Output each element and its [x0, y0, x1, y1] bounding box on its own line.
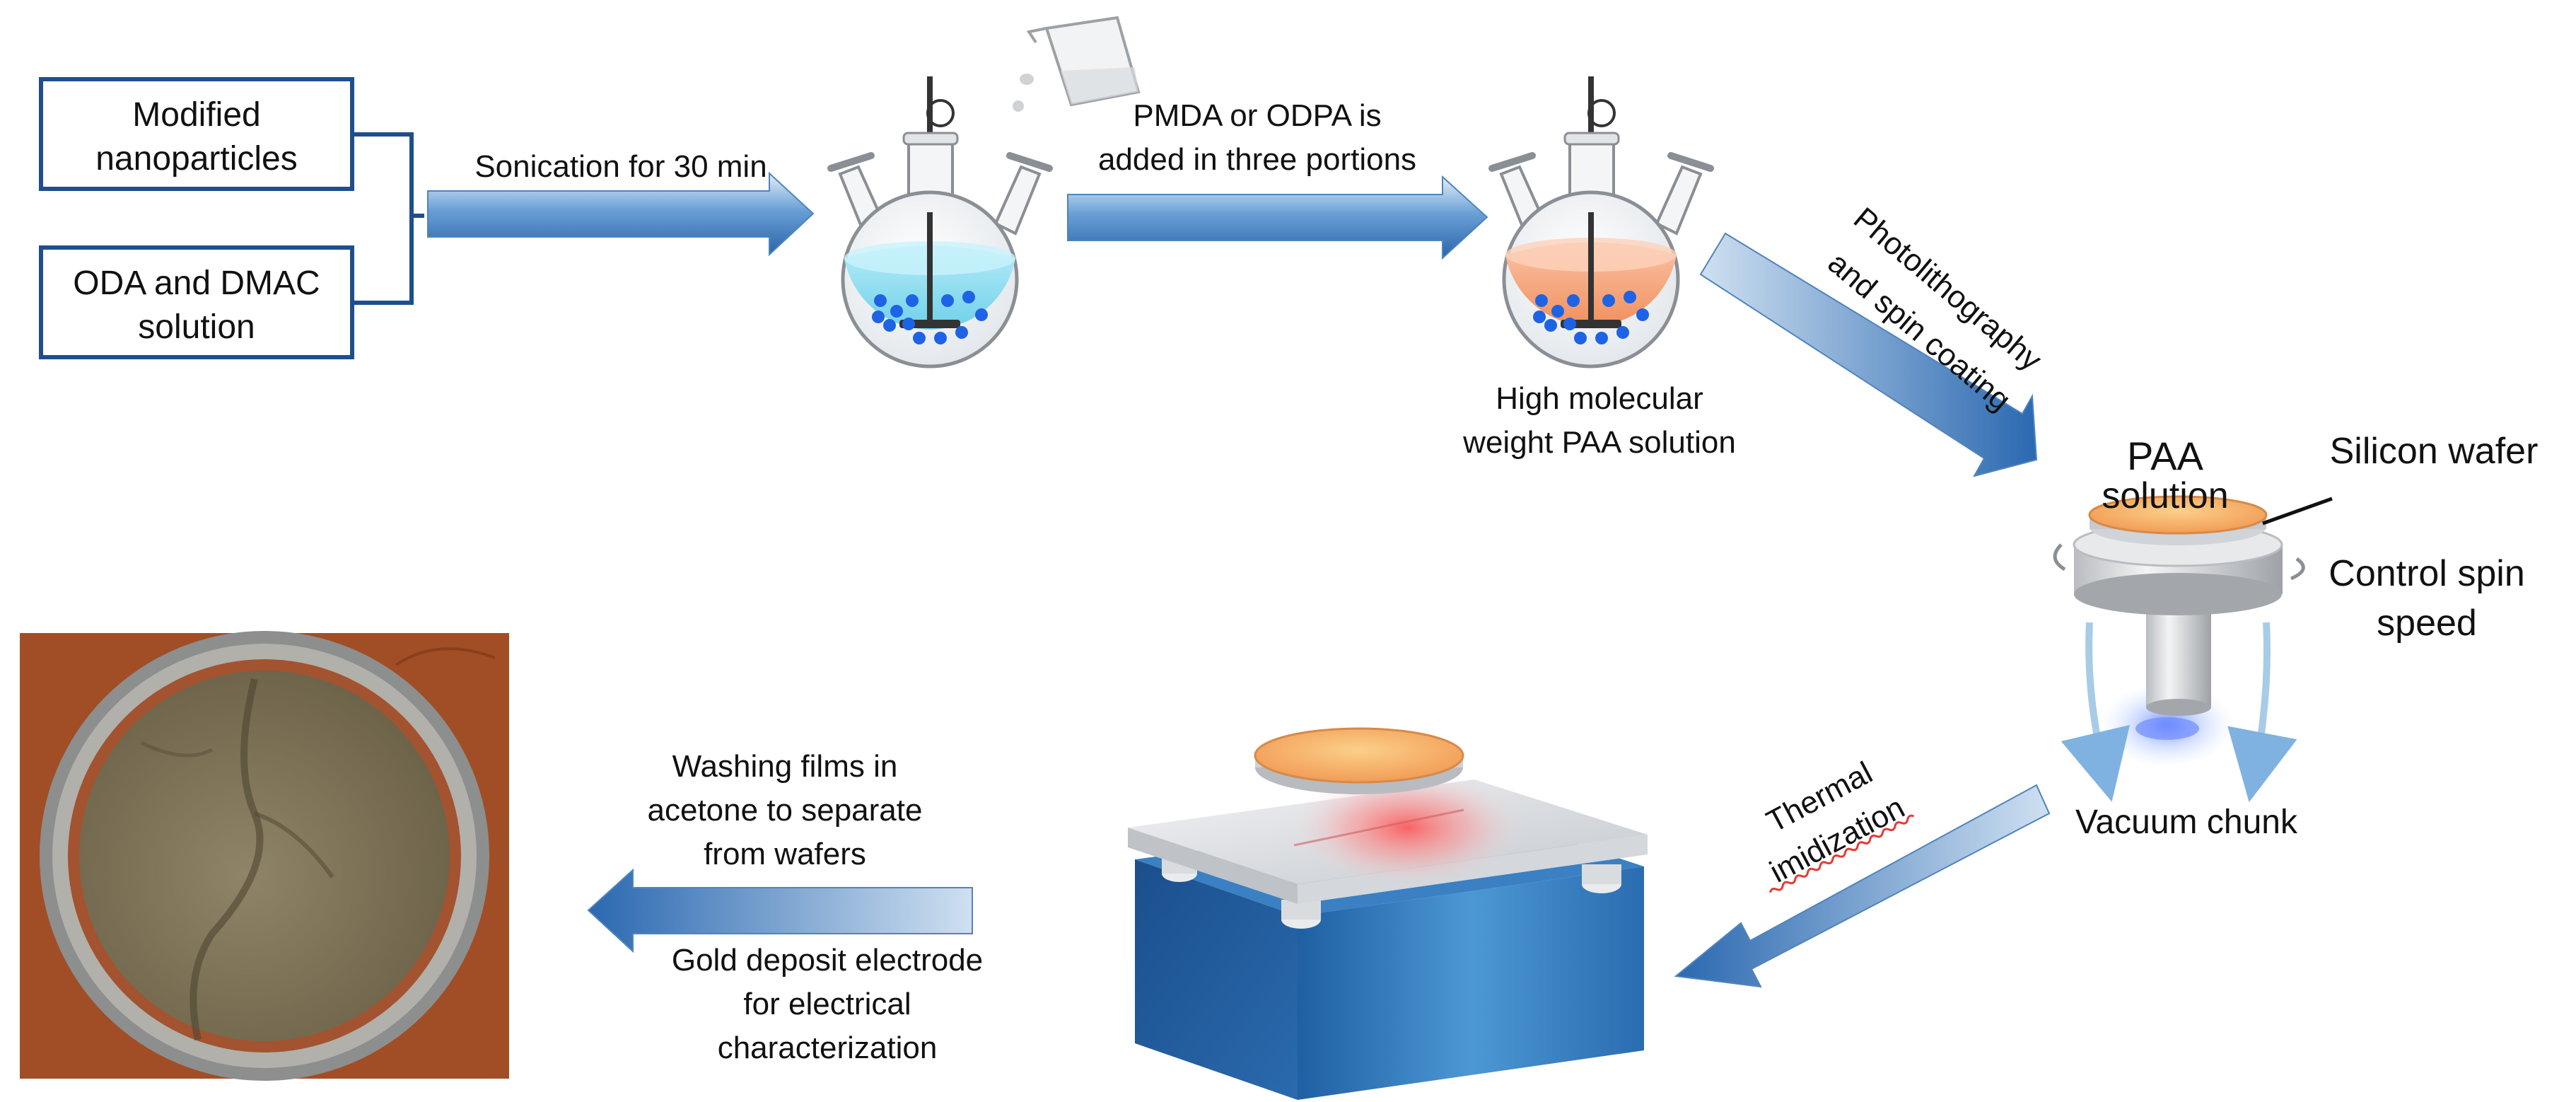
flask-blue	[827, 76, 1053, 369]
label-silicon-wafer: Silicon wafer	[2330, 431, 2539, 472]
label-spin-speed-line1: Control spin	[2329, 553, 2524, 594]
nanoparticles-orange-flask	[1533, 291, 1649, 344]
input-box-oda-dmac: ODA and DMAC solution	[39, 245, 354, 359]
spellcheck-underline	[1768, 814, 1915, 893]
arrow-dianhydride	[1067, 175, 1488, 260]
label-vacuum-chunk: Vacuum chunk	[2075, 804, 2298, 841]
input-box-nanoparticles-line2: nanoparticles	[95, 140, 298, 178]
label-dianhydride-line1: PMDA or ODPA is	[1133, 98, 1381, 133]
label-wash-line2: acetone to separate	[648, 793, 923, 828]
arrow-photolithography	[1699, 232, 2038, 477]
arrow-sonication	[427, 171, 815, 257]
label-sonication: Sonication for 30 min	[474, 149, 767, 184]
label-wash-line3: from wafers	[704, 837, 866, 871]
label-paa-solution-line1: PAA	[2127, 434, 2204, 478]
film-photo	[20, 631, 509, 1081]
beaker-pouring-icon	[1013, 16, 1141, 112]
arrow-washing	[587, 868, 973, 953]
label-spin-speed-line2: speed	[2377, 603, 2477, 644]
label-gold-line3: characterization	[718, 1031, 938, 1065]
label-gold-line1: Gold deposit electrode	[672, 943, 983, 978]
nanoparticles-blue	[872, 291, 988, 344]
label-gold-line2: for electrical	[743, 987, 911, 1021]
input-box-oda-dmac-line2: solution	[138, 308, 255, 346]
input-box-nanoparticles: Modified nanoparticles	[39, 77, 354, 191]
label-dianhydride-line2: added in three portions	[1098, 142, 1416, 177]
hot-plate	[1128, 727, 1648, 1100]
spin-coater	[2053, 495, 2333, 803]
input-box-oda-dmac-line1: ODA and DMAC	[73, 265, 320, 302]
label-paa-solution-line2: solution	[2102, 475, 2228, 516]
label-paa-line2: weight PAA solution	[1462, 425, 1736, 460]
label-wash-line1: Washing films in	[672, 749, 898, 784]
label-paa-line1: High molecular	[1496, 381, 1703, 416]
input-bracket-connector	[352, 132, 424, 305]
arrow-thermal-imidization	[1674, 784, 2051, 988]
flask-orange	[1488, 76, 1714, 369]
input-box-nanoparticles-line1: Modified	[132, 96, 260, 134]
